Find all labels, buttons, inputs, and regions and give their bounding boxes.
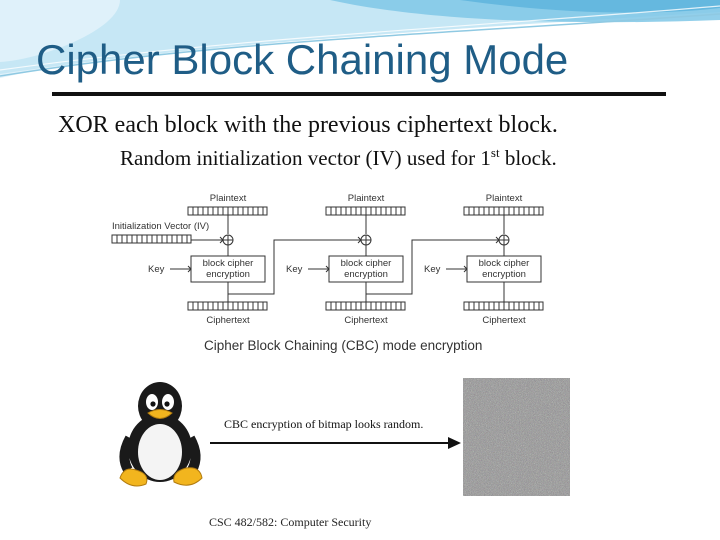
tux-penguin-icon bbox=[119, 382, 203, 487]
cipher-line2-3: encryption bbox=[482, 269, 526, 280]
ciphertext-label-2: Ciphertext bbox=[344, 315, 388, 326]
diagram-caption: Cipher Block Chaining (CBC) mode encrypt… bbox=[204, 338, 483, 353]
ciphertext-blocks bbox=[187, 301, 544, 311]
iv-block bbox=[111, 234, 192, 244]
cipher-box-3 bbox=[466, 255, 542, 283]
key-label-3: Key bbox=[424, 264, 441, 275]
noise-texture bbox=[463, 378, 570, 496]
cipher-boxes bbox=[190, 255, 542, 283]
plaintext-label-2: Plaintext bbox=[348, 193, 385, 204]
cipher-line1-1: block cipher bbox=[203, 258, 254, 269]
cipher-line1-2: block cipher bbox=[341, 258, 392, 269]
plaintext-label-3: Plaintext bbox=[486, 193, 523, 204]
ciphertext-label-1: Ciphertext bbox=[206, 315, 250, 326]
random-noise-image bbox=[463, 378, 570, 496]
plaintext-blocks bbox=[187, 206, 544, 216]
slide-title: Cipher Block Chaining Mode bbox=[36, 36, 569, 83]
cipher-line2-2: encryption bbox=[344, 269, 388, 280]
key-label-2: Key bbox=[286, 264, 303, 275]
xor-icons bbox=[222, 234, 510, 246]
chain-lines bbox=[228, 236, 500, 295]
iv-label: Initialization Vector (IV) bbox=[112, 221, 209, 232]
bullet-sub-text: Random initialization vector (IV) used f… bbox=[120, 146, 491, 170]
bitmap-note: CBC encryption of bitmap looks random. bbox=[224, 417, 424, 431]
key-label-1: Key bbox=[148, 264, 165, 275]
bullet-sub: Random initialization vector (IV) used f… bbox=[120, 145, 557, 171]
cbc-diagram: Plaintext Plaintext Plaintext Initializa… bbox=[111, 193, 544, 326]
plaintext-label-1: Plaintext bbox=[210, 193, 247, 204]
footer-course: CSC 482/582: Computer Security bbox=[209, 515, 372, 529]
cipher-line2-1: encryption bbox=[206, 269, 250, 280]
title-underline bbox=[52, 92, 666, 96]
bullet-main: XOR each block with the previous ciphert… bbox=[58, 112, 558, 138]
plaintext-label-group: Plaintext Plaintext Plaintext bbox=[210, 193, 523, 204]
bullet-sub-superscript: st bbox=[490, 145, 500, 160]
cipher-line1-3: block cipher bbox=[479, 258, 530, 269]
right-arrow-icon bbox=[210, 437, 461, 449]
ciphertext-label-3: Ciphertext bbox=[482, 315, 526, 326]
header-swoosh bbox=[0, 0, 720, 78]
bullet-sub-suffix: block. bbox=[499, 146, 557, 170]
